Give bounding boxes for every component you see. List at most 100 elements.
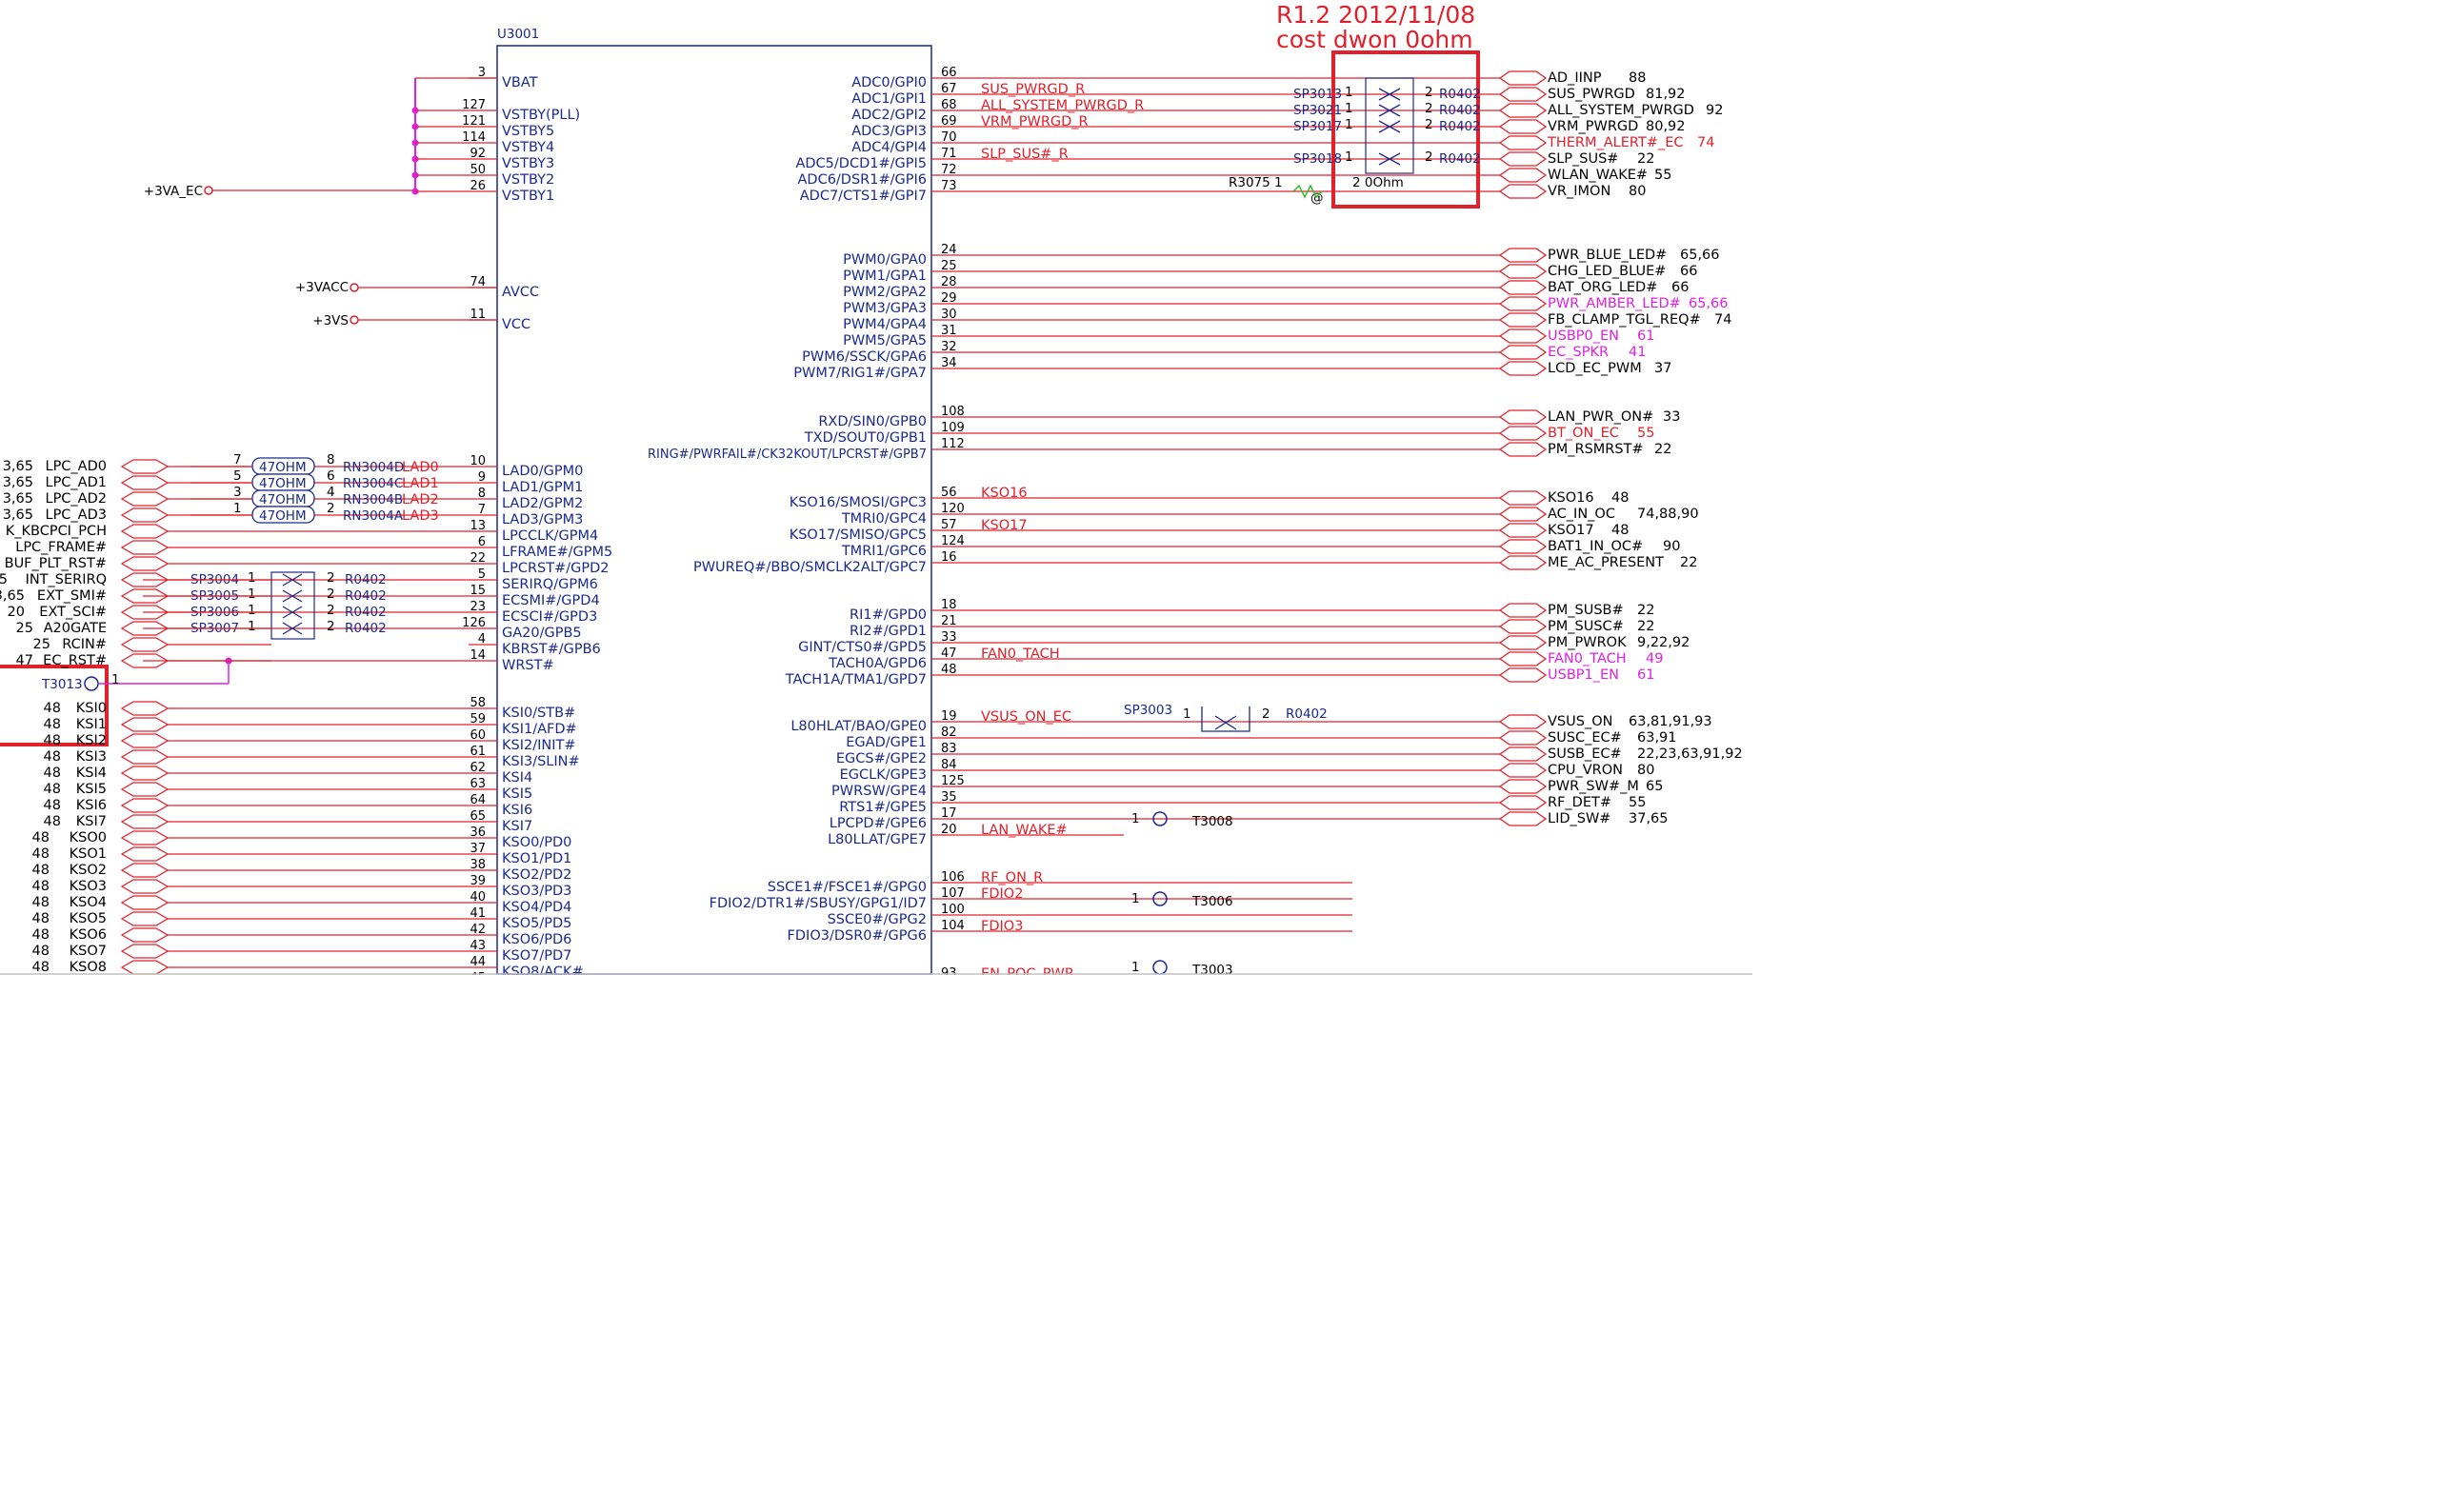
offpage-connector xyxy=(1498,70,1548,86)
left-pin-number: 13 xyxy=(470,519,486,533)
left-pin-name: KSI4 xyxy=(502,770,532,786)
left-pin-name: AVCC xyxy=(502,285,539,300)
jumper-symbol xyxy=(1201,706,1250,732)
left-pin-number: 5 xyxy=(478,567,486,582)
right-pin-name: RI2#/GPD1 xyxy=(850,624,927,639)
left-pin-number: 23 xyxy=(470,600,486,614)
offpage-connector xyxy=(1498,779,1548,794)
left-pin-number: 44 xyxy=(470,955,486,969)
left-pin-number: 74 xyxy=(470,275,486,289)
right-pin-name: KSO16/SMOSI/GPC3 xyxy=(790,495,927,510)
net-name: LPC_AD1 xyxy=(45,475,107,490)
right-pin-number: 82 xyxy=(941,726,957,740)
net-sheet-ref: 55 xyxy=(1629,795,1646,810)
left-pin-number: 59 xyxy=(470,712,486,726)
right-pin-number: 112 xyxy=(941,437,965,451)
net-name: SLP_SUS# xyxy=(1548,151,1618,167)
right-pin-name: EGCS#/GPE2 xyxy=(836,751,927,766)
net-name: EXT_SMI# xyxy=(37,588,107,604)
resistor-net: LAD3 xyxy=(402,508,439,524)
net-sheet-ref: 63,81,91,93 xyxy=(1629,714,1712,729)
left-pin-name: KSI6 xyxy=(502,803,532,818)
jumper-pin: 1 xyxy=(248,570,256,586)
resistor-option-mark: @ xyxy=(1310,190,1324,206)
signal-label: KSO16 xyxy=(981,486,1028,501)
right-pin-name: TMRI0/GPC4 xyxy=(841,511,927,527)
net-sheet-ref: 48 xyxy=(44,733,61,748)
offpage-connector xyxy=(120,782,170,797)
left-pin-number: 60 xyxy=(470,728,486,743)
left-pin-name: LAD3/GPM3 xyxy=(502,512,583,527)
resistor-ref: RN3004C xyxy=(343,476,403,491)
right-pin-name: PWM1/GPA1 xyxy=(843,269,927,284)
jumper-package: R0402 xyxy=(345,572,387,587)
net-sheet-ref: 22 xyxy=(1637,603,1654,618)
right-pin-name: ADC1/GPI1 xyxy=(851,91,927,107)
power-label-3vacc: +3VACC xyxy=(295,280,349,295)
jumper-package: R0402 xyxy=(1439,103,1481,118)
right-pin-name: EGAD/GPE1 xyxy=(846,735,927,750)
blank-page-area xyxy=(0,975,2440,1512)
right-pin-name: ADC3/GPI3 xyxy=(851,124,927,139)
right-pin-number: 24 xyxy=(941,243,957,257)
net-name: KSI2 xyxy=(76,733,107,748)
right-pin-name: PWM4/GPA4 xyxy=(843,317,927,332)
right-pin-number: 48 xyxy=(941,663,957,677)
resistor-pin: 1 xyxy=(233,501,242,516)
right-pin-number: 84 xyxy=(941,758,957,772)
right-pin-number: 17 xyxy=(941,806,957,821)
net-sheet-ref: 25 xyxy=(16,621,33,636)
net-sheet-ref: 48 xyxy=(32,944,50,959)
offpage-connector xyxy=(120,637,170,652)
revision-highlight-box xyxy=(1331,50,1480,209)
left-pin-number: 61 xyxy=(470,745,486,759)
net-sheet-ref: 41 xyxy=(1629,345,1646,360)
testpoint-pin: 1 xyxy=(1131,891,1140,906)
net-sheet-ref: 3,65 xyxy=(3,491,33,507)
net-name: PM_SUSC# xyxy=(1548,619,1624,634)
right-pin-name: PWRSW/GPE4 xyxy=(831,784,927,799)
net-sheet-ref: 48 xyxy=(32,863,50,878)
left-pin-name: KSO0/PD0 xyxy=(502,835,571,850)
left-pin-name: KSO2/PD2 xyxy=(502,867,571,883)
right-pin-name: L80LLAT/GPE7 xyxy=(828,832,927,847)
left-pin-name: LPCCLK/GPM4 xyxy=(502,528,598,544)
left-pin-number: 43 xyxy=(470,939,486,953)
right-pin-number: 72 xyxy=(941,163,957,177)
offpage-connector xyxy=(120,879,170,894)
testpoint-circle xyxy=(1152,891,1168,906)
resistor-pin: 6 xyxy=(327,468,335,484)
net-name: LPC_AD0 xyxy=(45,459,107,474)
net-name: PWR_BLUE_LED# xyxy=(1548,248,1667,263)
net-sheet-ref: 20 xyxy=(8,605,25,620)
net-sheet-ref: 66 xyxy=(1671,280,1689,295)
left-pin-name: WRST# xyxy=(502,658,554,673)
right-pin-name: TACH0A/GPD6 xyxy=(828,656,927,671)
net-name: WLAN_WAKE# xyxy=(1548,168,1648,183)
net-sheet-ref: 48 xyxy=(44,798,61,813)
offpage-connector xyxy=(1498,667,1548,683)
jumper-symbol xyxy=(282,606,303,619)
net-sheet-ref: 9,22,92 xyxy=(1637,635,1690,650)
offpage-connector xyxy=(1498,490,1548,506)
net-name: SUSC_EC# xyxy=(1548,730,1622,746)
offpage-connector xyxy=(120,863,170,878)
offpage-connector xyxy=(1498,103,1548,118)
net-name: KSO17 xyxy=(1548,523,1594,538)
right-pin-number: 69 xyxy=(941,114,957,129)
jumper-pin: 2 xyxy=(1425,149,1433,165)
net-name: USBP1_EN xyxy=(1548,667,1619,683)
offpage-connector xyxy=(1498,507,1548,522)
right-pin-name: PWM7/RIG1#/GPA7 xyxy=(793,366,927,381)
resistor-value: 47OHM xyxy=(259,508,307,524)
left-pin-name: KSO3/PD3 xyxy=(502,884,571,899)
offpage-connector xyxy=(1498,248,1548,263)
net-name: LID_SW# xyxy=(1548,811,1610,826)
right-pin-number: 18 xyxy=(941,598,957,612)
left-pin-number: 126 xyxy=(462,616,486,630)
jumper-sp3003-ref: SP3003 xyxy=(1124,703,1172,718)
net-name: USBP0_EN xyxy=(1548,328,1619,344)
resistor-net: LAD1 xyxy=(402,476,439,491)
jumper-ref: SP3013 xyxy=(1293,87,1342,102)
net-name: KSO7 xyxy=(70,944,107,959)
